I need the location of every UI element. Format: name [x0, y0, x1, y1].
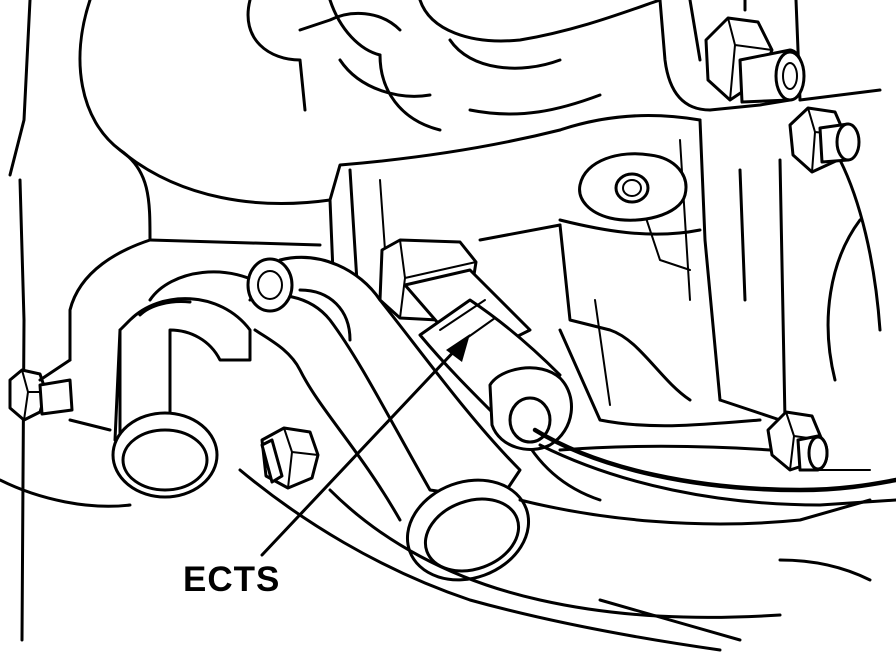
sensor-wire: [532, 427, 896, 507]
coolant-pipe-right: [246, 255, 531, 582]
lower-housing: [0, 358, 872, 652]
stud-bolt-center: [260, 426, 320, 490]
hex-bolt-lower-right: [766, 410, 829, 472]
engine-block-outline: [8, 0, 882, 642]
hex-bolt-left: [8, 368, 74, 422]
ects-label: ECTS: [183, 560, 281, 599]
hex-bolt-upper-right: [704, 16, 806, 104]
ects-callout-leader: [260, 334, 470, 557]
arrow-head-icon: [446, 334, 470, 362]
mounting-boss: [578, 152, 688, 222]
hex-bolt-right: [788, 106, 861, 174]
coolant-pipe-left: [111, 270, 272, 499]
